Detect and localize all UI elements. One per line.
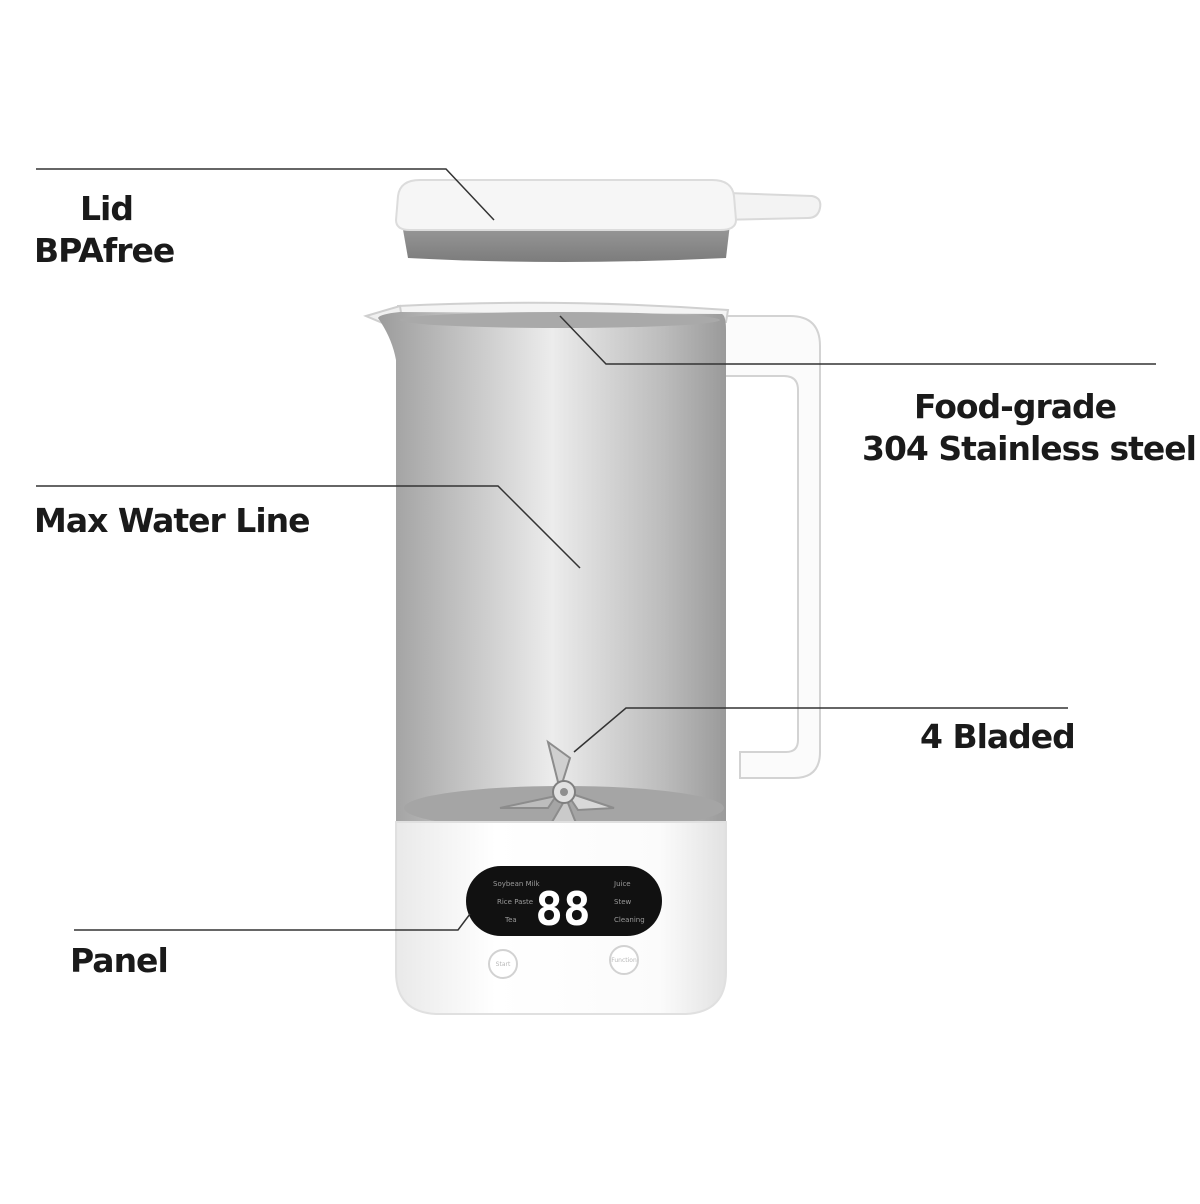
leader-line-lid — [36, 168, 495, 221]
display-label-left-2: Tea — [504, 916, 517, 924]
jar-inner-rim — [400, 312, 720, 328]
display-screen — [466, 866, 662, 936]
label-food-grade: Food-grade — [914, 387, 1117, 426]
leader-line-max-water — [36, 485, 581, 569]
label-bpa-free: BPAfree — [34, 231, 175, 270]
display-label-right-2: Cleaning — [614, 916, 645, 924]
leader-line-steel — [559, 315, 1156, 365]
leader-line-blades — [573, 707, 1068, 753]
start-button[interactable]: Start — [488, 949, 518, 979]
control-panel: Soybean Milk Rice Paste Tea 88 Juice Ste… — [466, 866, 662, 936]
function-button-label: Function — [611, 957, 637, 964]
start-button-label: Start — [496, 961, 511, 968]
label-stainless-steel: 304 Stainless steel — [862, 429, 1197, 468]
function-button[interactable]: Function — [609, 945, 639, 975]
display-label-right-1: Stew — [614, 898, 631, 906]
label-lid: Lid — [80, 189, 134, 228]
display-label-left-0: Soybean Milk — [493, 880, 540, 888]
leader-line-panel — [74, 913, 471, 931]
display-label-left-1: Rice Paste — [497, 898, 533, 906]
lid-top — [394, 179, 738, 231]
label-panel: Panel — [70, 941, 169, 980]
lid-seal-band — [402, 224, 730, 262]
steel-jar — [378, 312, 726, 822]
display-digits: 88 — [535, 882, 590, 936]
leader-lines — [36, 168, 1156, 931]
lid — [394, 179, 822, 262]
display-label-right-0: Juice — [613, 880, 631, 888]
label-4-bladed: 4 Bladed — [920, 717, 1076, 756]
label-max-water-line: Max Water Line — [34, 501, 311, 540]
